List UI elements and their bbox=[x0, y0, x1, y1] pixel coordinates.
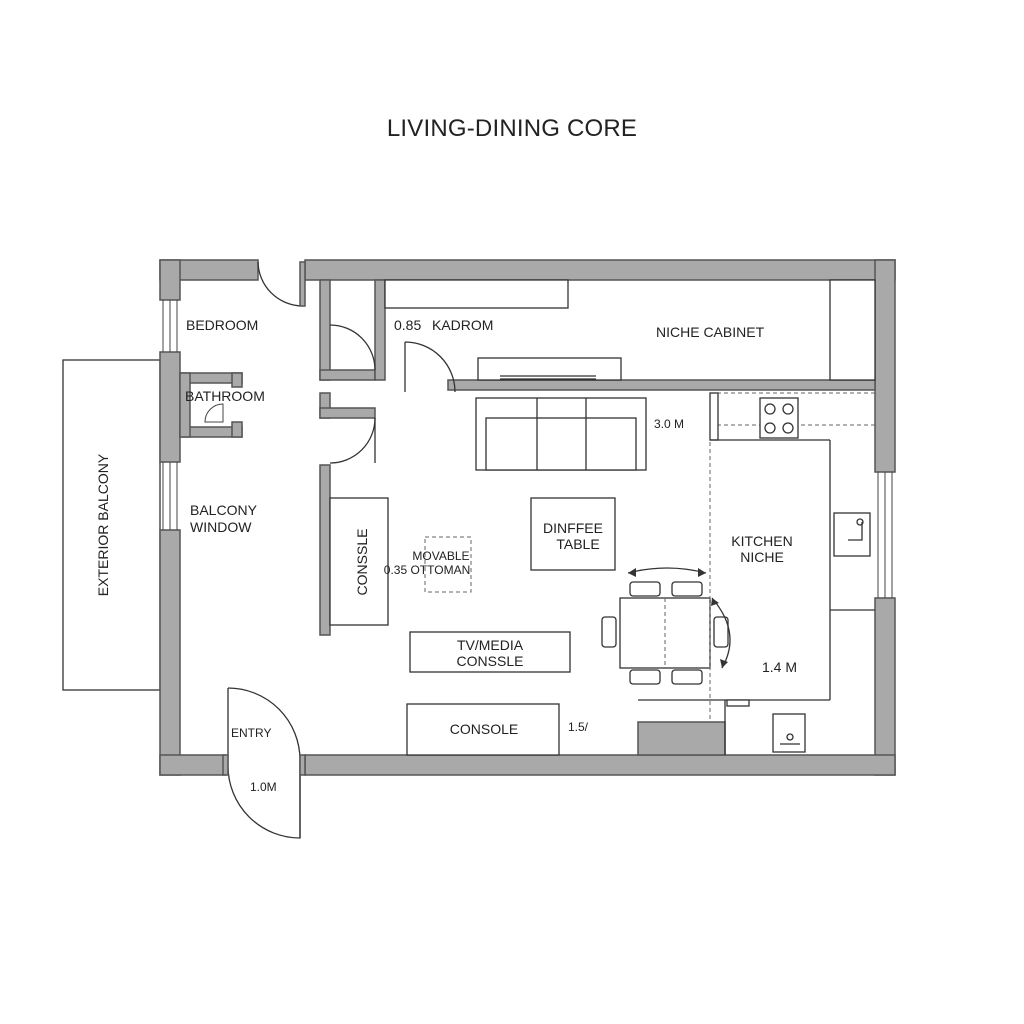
dining-table bbox=[601, 567, 731, 685]
bathroom-walls bbox=[179, 372, 243, 438]
cooktop-icon bbox=[759, 397, 799, 439]
sink-icon bbox=[833, 512, 871, 557]
niche-cabinet-frame bbox=[829, 279, 876, 381]
outer-walls bbox=[159, 259, 896, 776]
kitchen-niche bbox=[638, 392, 875, 755]
kitchen-niche-label-2: NICHE bbox=[740, 549, 784, 565]
sofa bbox=[475, 397, 647, 471]
console-vertical bbox=[329, 497, 389, 626]
entry-label: ENTRY bbox=[231, 726, 271, 740]
tv-media-console bbox=[409, 631, 571, 673]
bedroom-door bbox=[257, 261, 306, 307]
dim-30: 3.0 M bbox=[654, 417, 684, 431]
exterior-balcony bbox=[62, 359, 161, 691]
dim-085: 0.85 bbox=[394, 317, 421, 333]
ottoman-label-1: MOVABLE bbox=[412, 549, 469, 563]
niche-cabinet-label: NICHE CABINET bbox=[656, 324, 765, 340]
kitchen-niche-label-1: KITCHEN bbox=[731, 533, 792, 549]
ottoman-label-2: 0.35 OTTOMAN bbox=[384, 563, 470, 577]
bedroom-label: BEDROOM bbox=[186, 317, 258, 333]
entry-door bbox=[222, 687, 306, 839]
kadrom-door bbox=[404, 341, 456, 393]
coffee-table-label-2: TABLE bbox=[556, 536, 599, 552]
console-bottom-label: CONSOLE bbox=[450, 721, 518, 737]
bathroom-label: BATHROOM bbox=[185, 388, 265, 404]
balcony-window-frame bbox=[162, 462, 178, 530]
tv-media-label-1: TV/MEDIA bbox=[457, 637, 524, 653]
corridor-door-2 bbox=[329, 417, 376, 464]
appliance-icon bbox=[726, 699, 806, 753]
balcony-window-label: BALCONY bbox=[190, 502, 258, 518]
console-vertical-label: CONSSLE bbox=[354, 529, 370, 596]
kadrom-shelf bbox=[384, 279, 569, 309]
entry-dim: 1.0M bbox=[250, 780, 277, 794]
corridor-door-1 bbox=[329, 324, 376, 371]
coffee-table bbox=[530, 497, 616, 571]
kadrom-label: KADROM bbox=[432, 317, 493, 333]
coffee-table-label: DINFFEE bbox=[543, 520, 603, 536]
kitchen-window bbox=[877, 472, 893, 598]
dim-14: 1.4 M bbox=[762, 659, 797, 675]
interior-walls bbox=[319, 279, 876, 636]
niche-cabinet-base bbox=[477, 357, 622, 381]
console-bottom bbox=[406, 703, 560, 756]
dim-15: 1.5/ bbox=[568, 720, 589, 734]
balcony-window-label-2: WINDOW bbox=[190, 519, 252, 535]
movable-ottoman bbox=[424, 536, 472, 593]
bedroom-window bbox=[162, 300, 178, 352]
tv-media-label-2: CONSSLE bbox=[457, 653, 524, 669]
plan-title: LIVING-DINING CORE bbox=[386, 115, 638, 142]
exterior-balcony-label: EXTERIOR BALCONY bbox=[95, 453, 111, 596]
